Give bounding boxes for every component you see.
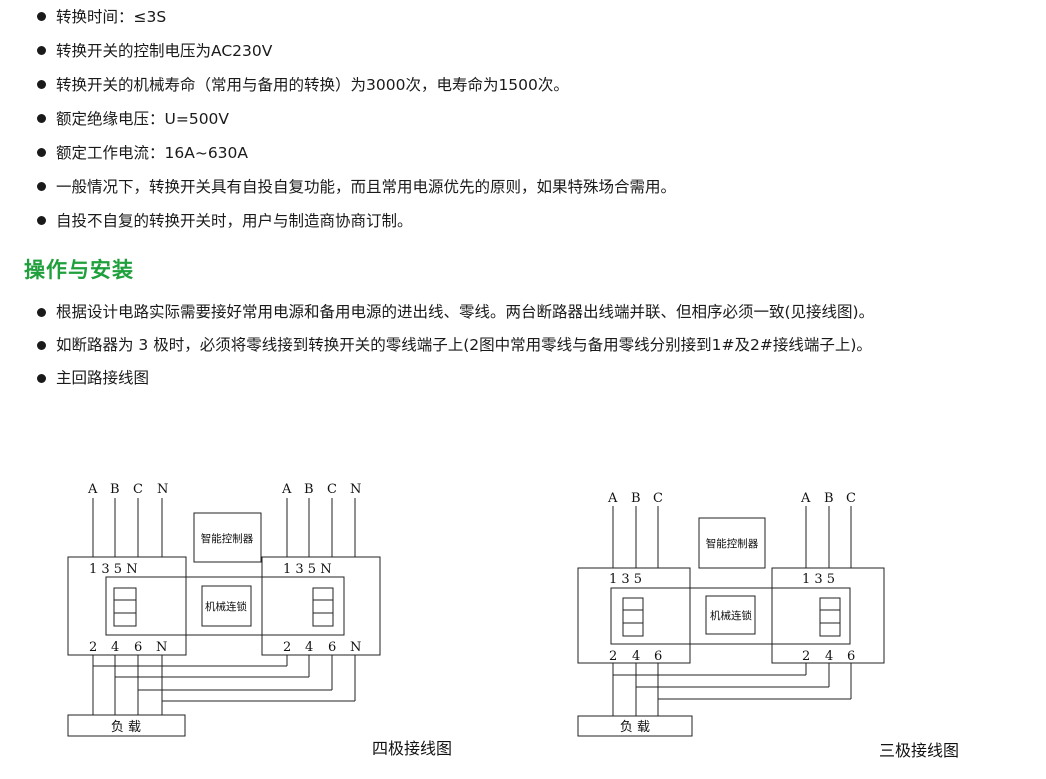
right-top-terminals: 1 3 5 N — [283, 562, 332, 577]
spec-item-life: 转换开关的机械寿命（常用与备用的转换）为3000次，电寿命为1500次。 — [36, 68, 1036, 102]
left-phase-c: C — [653, 491, 663, 506]
controller-box — [698, 517, 766, 569]
right-breaker-handle — [819, 597, 841, 637]
left-phase-b: B — [110, 482, 120, 497]
right-phase-a: A — [281, 482, 292, 497]
right-bottom-terminal-4: 4 — [825, 649, 833, 664]
left-breaker-inner — [105, 576, 187, 636]
load-label: 负 载 — [620, 720, 650, 735]
right-bottom-terminal-4: 4 — [305, 640, 313, 655]
right-bottom-terminal-6: 6 — [328, 640, 336, 655]
left-top-terminals: 1 3 5 — [609, 572, 642, 587]
install-item-main-circuit: 主回路接线图 — [36, 362, 1036, 395]
controller-label: 智能控制器 — [201, 532, 254, 545]
section-title: 操作与安装 — [24, 258, 134, 282]
right-bottom-terminal-6: 6 — [847, 649, 855, 664]
left-phase-b: B — [631, 491, 641, 506]
install-item-neutral: 如断路器为 3 极时，必须将零线接到转换开关的零线端子上(2图中常用零线与备用零… — [36, 329, 1036, 362]
four-pole-caption: 四极接线图 — [372, 739, 453, 758]
right-bottom-terminal-2: 2 — [283, 640, 291, 655]
left-phase-n: N — [157, 482, 168, 497]
right-breaker-inner — [261, 576, 345, 636]
left-bottom-terminal-2: 2 — [609, 649, 617, 664]
spec-item-auto-return: 一般情况下，转换开关具有自投自复功能，而且常用电源优先的原则，如果特殊场合需用。 — [36, 170, 1036, 204]
spec-item-switch-time: 转换时间：≤3S — [36, 0, 1036, 34]
right-phase-c: C — [846, 491, 856, 506]
controller-label: 智能控制器 — [706, 537, 759, 550]
left-phase-a: A — [87, 482, 98, 497]
controller-box — [193, 512, 262, 563]
load-box — [67, 714, 186, 737]
left-bottom-terminal-6: 6 — [134, 640, 142, 655]
interlock-box — [201, 585, 252, 627]
left-breaker-handle — [622, 597, 644, 637]
right-phase-a: A — [800, 491, 811, 506]
right-top-terminals: 1 3 5 — [802, 572, 835, 587]
install-item-wiring: 根据设计电路实际需要接好常用电源和备用电源的进出线、零线。两台断路器出线端并联、… — [36, 296, 1036, 329]
right-breaker-handle — [312, 587, 334, 627]
right-phase-b: B — [824, 491, 834, 506]
spec-item-insulation-voltage: 额定绝缘电压：U=500V — [36, 102, 1036, 136]
right-phase-c: C — [327, 482, 337, 497]
left-breaker-inner — [610, 587, 691, 645]
interlock-label: 机械连锁 — [710, 609, 752, 622]
left-bottom-terminal-4: 4 — [632, 649, 640, 664]
install-list: 根据设计电路实际需要接好常用电源和备用电源的进出线、零线。两台断路器出线端并联、… — [36, 296, 1036, 395]
left-bottom-terminal-6: 6 — [654, 649, 662, 664]
right-phase-b: B — [304, 482, 314, 497]
spec-item-custom-order: 自投不自复的转换开关时，用户与制造商协商订制。 — [36, 204, 1036, 238]
left-top-terminals: 1 3 5 N — [89, 562, 138, 577]
load-box — [577, 715, 693, 737]
left-phase-c: C — [133, 482, 143, 497]
three-pole-caption: 三极接线图 — [879, 741, 960, 760]
right-bottom-terminal-2: 2 — [802, 649, 810, 664]
left-phase-a: A — [607, 491, 618, 506]
left-bottom-terminal-n: N — [156, 640, 167, 655]
right-breaker-inner — [771, 587, 851, 645]
left-bottom-terminal-4: 4 — [111, 640, 119, 655]
interlock-label: 机械连锁 — [205, 600, 247, 613]
left-bottom-terminal-2: 2 — [89, 640, 97, 655]
right-phase-n: N — [350, 482, 361, 497]
left-breaker-handle — [113, 587, 137, 627]
spec-item-control-voltage: 转换开关的控制电压为AC230V — [36, 34, 1036, 68]
spec-list: 转换时间：≤3S 转换开关的控制电压为AC230V 转换开关的机械寿命（常用与备… — [36, 0, 1036, 238]
spec-item-rated-current: 额定工作电流：16A~630A — [36, 136, 1036, 170]
interlock-box — [705, 595, 756, 635]
right-bottom-terminal-n: N — [350, 640, 361, 655]
load-label: 负 载 — [111, 720, 141, 735]
